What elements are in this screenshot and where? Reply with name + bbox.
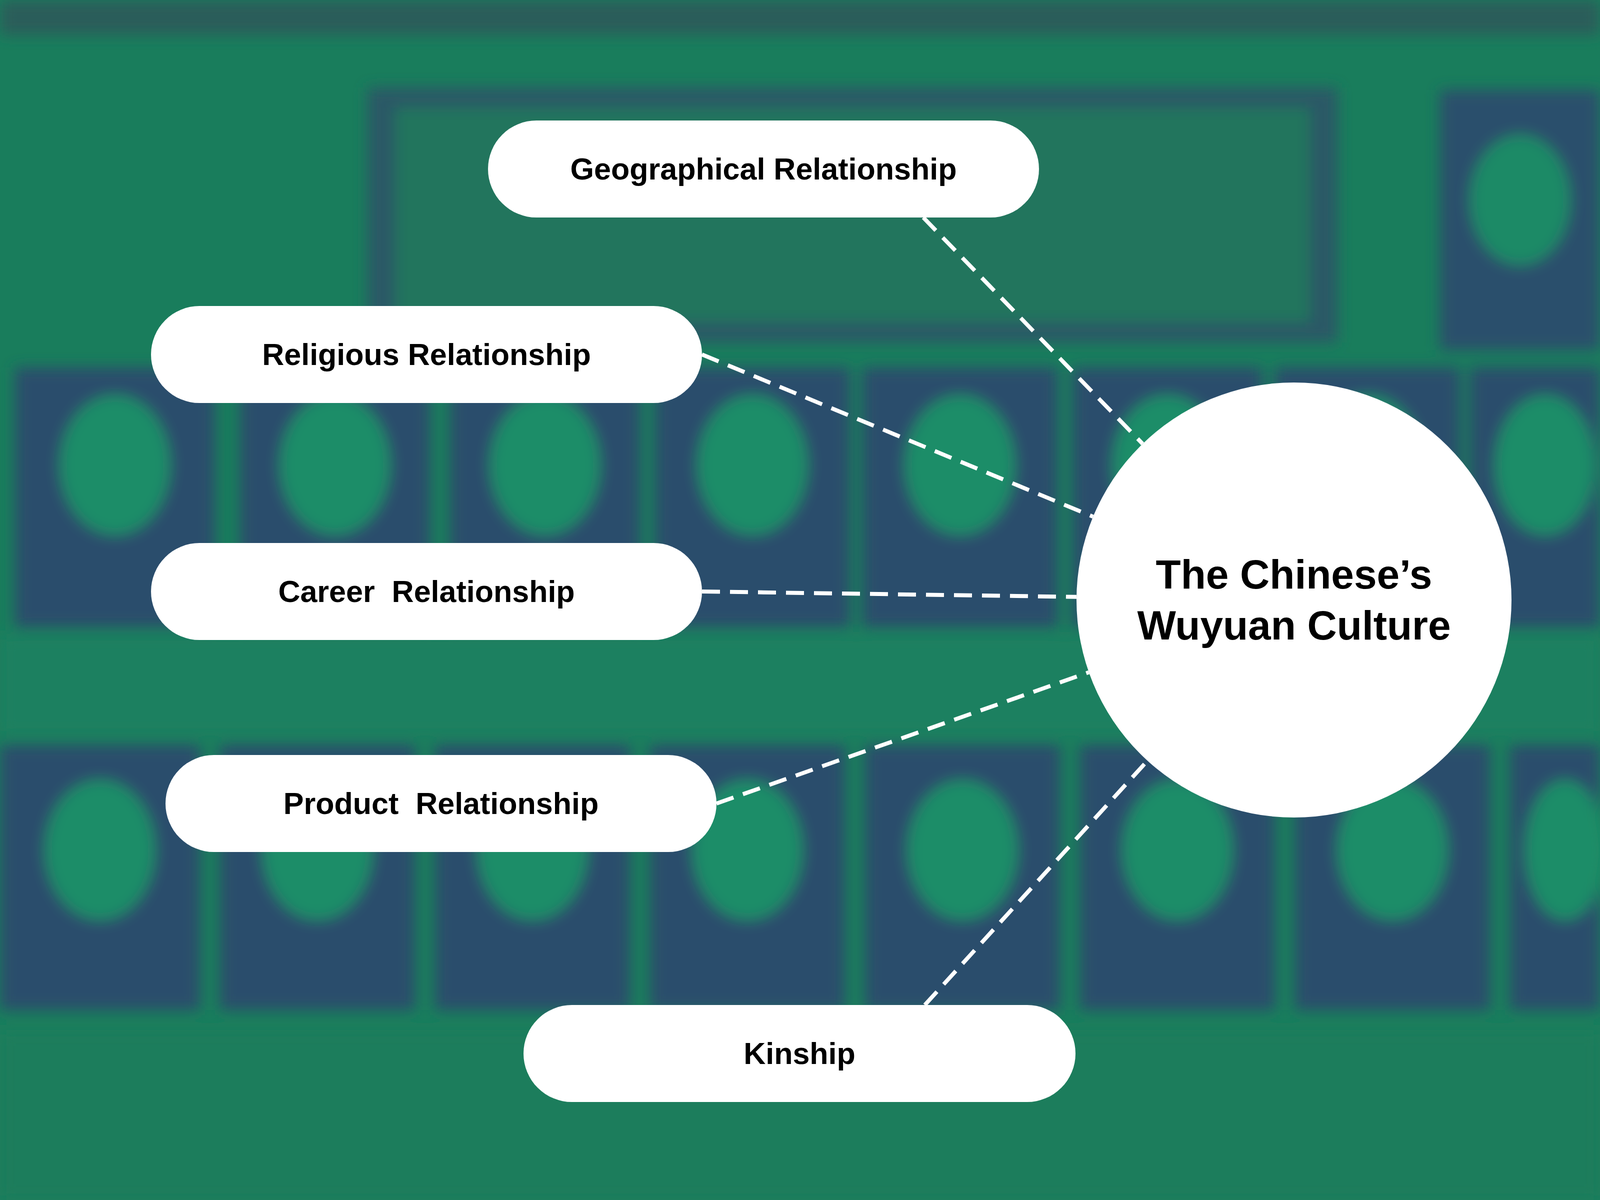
portrait-face	[45, 780, 155, 920]
dashed-connector	[923, 217, 1143, 444]
floor-band	[0, 1030, 1600, 1200]
central-label: The Chinese’s Wuyuan Culture	[1119, 549, 1469, 652]
portrait-frame	[862, 367, 1058, 628]
portrait-face	[60, 395, 170, 535]
portrait-face	[1525, 780, 1600, 920]
portrait-face	[697, 395, 808, 535]
circle-outline	[1076, 382, 1512, 818]
portrait-face	[907, 780, 1018, 920]
relationship-pill: Product Relationship	[165, 755, 717, 852]
dashed-connector	[925, 760, 1148, 1005]
portrait-face	[905, 395, 1015, 535]
relationship-label: Career Relationship	[278, 574, 575, 609]
relationship-label: Religious Relationship	[262, 337, 591, 372]
portrait-frame	[865, 745, 1060, 1010]
central-circle: The Chinese’s Wuyuan Culture	[1076, 382, 1512, 818]
relationship-pill: Kinship	[523, 1005, 1076, 1102]
circle-shape	[1076, 382, 1512, 818]
relationship-pill: Religious Relationship	[151, 306, 702, 403]
large-frame	[367, 87, 1338, 343]
top-banner	[0, 0, 1600, 35]
portrait-frame	[1440, 90, 1600, 350]
relationship-pill: Geographical Relationship	[488, 120, 1039, 218]
relationship-pill: Career Relationship	[151, 543, 702, 640]
portrait-face	[1495, 395, 1595, 535]
relationship-label: Product Relationship	[283, 786, 599, 821]
dashed-connector	[702, 354, 1093, 517]
dashed-connector	[702, 591, 1077, 597]
dashed-connector	[716, 672, 1089, 804]
portrait-face	[490, 395, 600, 535]
portrait-face	[1470, 135, 1570, 265]
relationship-label: Kinship	[743, 1036, 856, 1071]
relationship-label: Geographical Relationship	[570, 151, 957, 187]
large-frame-inner	[395, 107, 1310, 323]
portrait-face	[280, 395, 390, 535]
